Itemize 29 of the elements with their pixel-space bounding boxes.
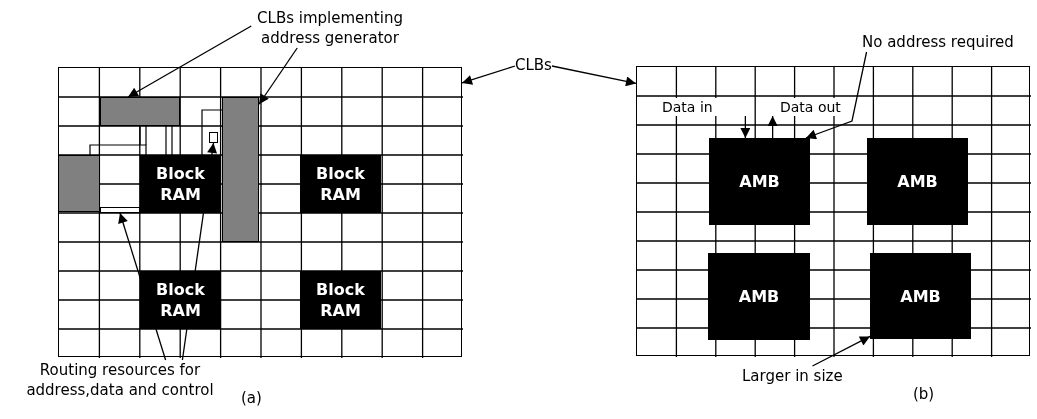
highlighted-clb-region bbox=[58, 155, 100, 212]
leader-arrow bbox=[740, 115, 751, 139]
callout-text: Routing resources for address,data and control bbox=[0, 360, 240, 400]
callout-text: Larger in size bbox=[742, 366, 843, 386]
routing-wire bbox=[209, 132, 218, 143]
memory-block: AMB bbox=[870, 253, 971, 339]
memory-block: AMB bbox=[709, 138, 810, 225]
memory-block: Block RAM bbox=[140, 271, 221, 329]
clb-grid bbox=[636, 66, 1030, 356]
memory-block: Block RAM bbox=[300, 155, 381, 213]
panel-label: (a) bbox=[241, 388, 262, 408]
leader-arrow bbox=[811, 335, 871, 367]
callout-text: No address required bbox=[862, 32, 1014, 52]
memory-block: Block RAM bbox=[300, 271, 381, 329]
leader-arrow bbox=[127, 25, 252, 98]
callout-text: CLBs implementing address generator bbox=[248, 8, 412, 48]
highlighted-clb-region bbox=[222, 97, 259, 242]
leader-arrow bbox=[805, 51, 868, 140]
leader-arrow bbox=[258, 47, 298, 105]
leader-arrow bbox=[767, 115, 778, 139]
memory-block: AMB bbox=[867, 138, 968, 225]
callout-text: CLBs bbox=[515, 55, 552, 75]
routing-wire bbox=[100, 207, 140, 213]
memory-block: Block RAM bbox=[140, 155, 221, 213]
panel-label: (b) bbox=[913, 384, 935, 404]
leader-arrow bbox=[551, 65, 637, 87]
memory-block: AMB bbox=[708, 253, 810, 340]
leader-arrow bbox=[461, 65, 516, 85]
highlighted-clb-region bbox=[100, 97, 180, 126]
